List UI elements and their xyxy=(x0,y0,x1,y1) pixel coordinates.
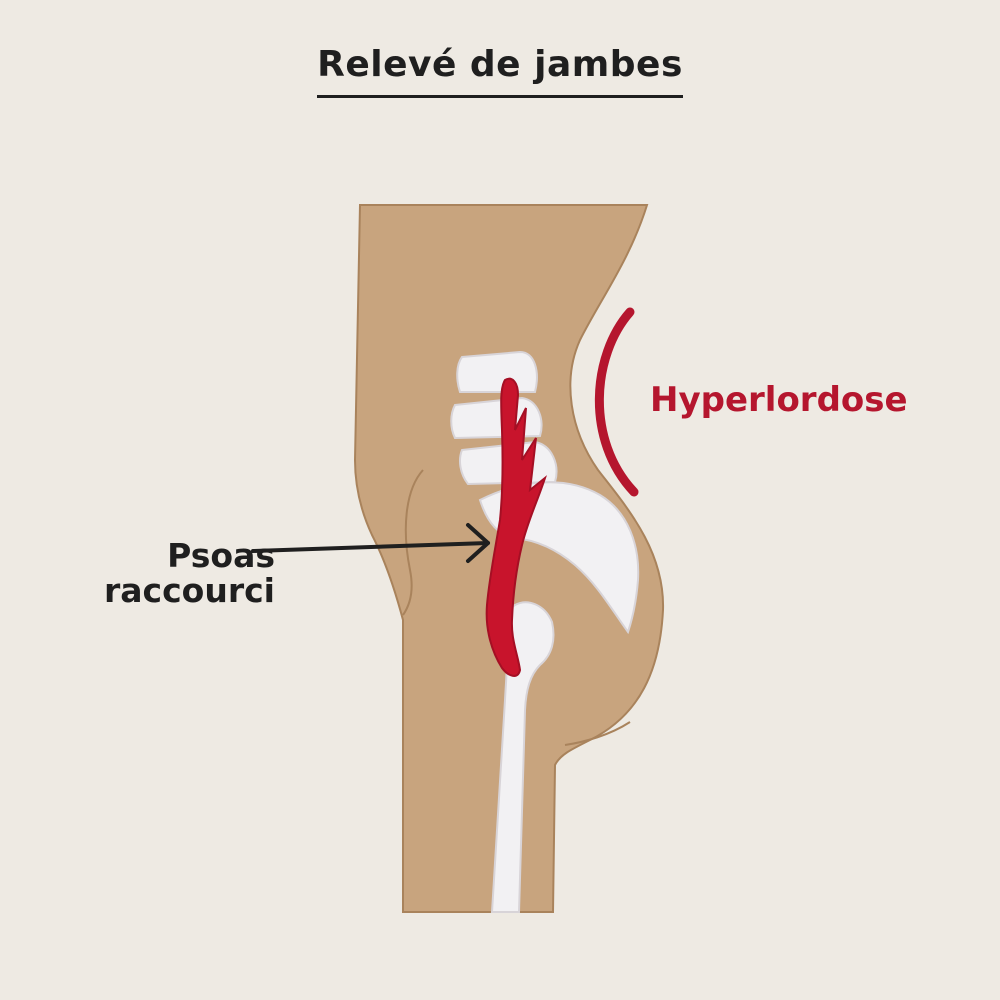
label-psoas-line2: raccourci xyxy=(104,571,275,610)
gluteal-fold xyxy=(564,721,631,746)
belly-crease xyxy=(402,469,424,616)
psoas-arrow xyxy=(251,523,490,563)
psoas-muscle xyxy=(485,377,547,677)
label-psoas: Psoas raccourci xyxy=(60,538,275,608)
title: Relevé de jambes xyxy=(317,44,683,85)
vertebra-1 xyxy=(456,350,538,393)
vertebra-2 xyxy=(450,396,543,440)
label-psoas-line1: Psoas xyxy=(167,536,275,575)
hyperlordose-curve xyxy=(594,307,639,497)
label-hyperlordose: Hyperlordose xyxy=(650,380,908,420)
title-underline xyxy=(317,95,683,98)
